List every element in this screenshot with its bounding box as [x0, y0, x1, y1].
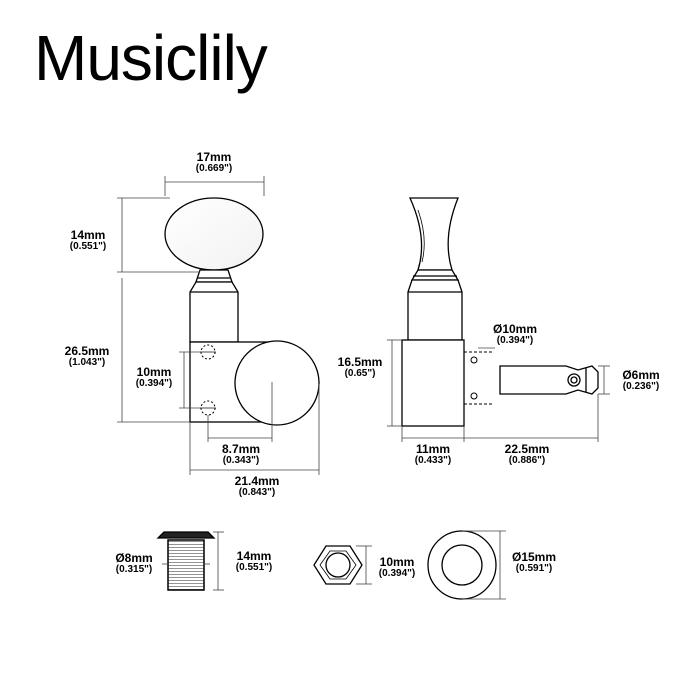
dim-inch: (0.315") [115, 563, 153, 575]
dim-hole-spacing: 10mm (0.394") [122, 366, 186, 389]
dim-post-diameter: Ø6mm (0.236") [610, 369, 672, 392]
dim-button-height: 14mm (0.551") [56, 229, 120, 252]
dim-inch: (0.236") [622, 380, 660, 392]
string-hole [567, 373, 581, 387]
dim-inch: (0.343") [222, 454, 260, 466]
dim-value: 17mm [196, 150, 232, 164]
dim-value: Ø8mm [115, 551, 153, 565]
dim-inch: (0.394") [496, 334, 534, 346]
tuner-stem [195, 269, 233, 283]
bushing-part [156, 531, 216, 591]
dim-side-housing-height: 16.5mm (0.65") [328, 356, 392, 379]
dim-value: 11mm [415, 442, 451, 456]
dim-post-length: 22.5mm (0.886") [492, 443, 562, 466]
dim-inch: (0.394") [378, 567, 416, 579]
tuner-button [164, 197, 264, 271]
dim-inch: (1.043") [68, 356, 106, 368]
dim-bushing-seat: Ø10mm (0.394") [480, 323, 550, 346]
tuner-post-circle [234, 340, 320, 426]
dim-value: Ø10mm [492, 322, 538, 336]
dim-housing-height: 26.5mm (1.043") [52, 345, 122, 368]
dimension-lines [117, 176, 610, 600]
dim-value: 14mm [236, 549, 272, 563]
dim-inch: (0.886") [508, 454, 546, 466]
dim-total-width: 21.4mm (0.843") [222, 475, 292, 498]
washer-part [427, 530, 497, 600]
dim-value: 22.5mm [504, 442, 550, 456]
dim-button-width: 17mm (0.669") [182, 151, 246, 174]
brand-logo: Musiclily [34, 22, 268, 94]
dim-bushing-height: 14mm (0.551") [224, 550, 284, 573]
dim-value: Ø15mm [511, 550, 557, 564]
hex-nut-part [313, 545, 363, 585]
side-housing [401, 339, 465, 427]
dim-side-depth: 11mm (0.433") [402, 443, 464, 466]
dim-value: 21.4mm [234, 474, 280, 488]
dim-inch: (0.551") [69, 240, 107, 252]
front-view-tuner [164, 197, 320, 426]
dim-inch: (0.394") [135, 377, 173, 389]
dim-bushing-diameter: Ø8mm (0.315") [104, 552, 164, 575]
side-view-tuner [401, 197, 599, 427]
dim-value: 10mm [379, 555, 415, 569]
side-post [499, 365, 599, 395]
dim-value: 8.7mm [221, 442, 261, 456]
dim-washer-diameter: Ø15mm (0.591") [502, 551, 566, 574]
dim-inch: (0.843") [238, 486, 276, 498]
side-button [408, 197, 459, 271]
dim-inch: (0.551") [235, 561, 273, 573]
dim-inch: (0.669") [195, 162, 233, 174]
dim-post-offset: 8.7mm (0.343") [209, 443, 273, 466]
dim-inch: (0.433") [414, 454, 452, 466]
dim-value: 16.5mm [337, 355, 383, 369]
dim-value: Ø6mm [622, 368, 660, 382]
dim-value: 10mm [136, 365, 172, 379]
dim-inch: (0.65") [344, 367, 376, 379]
dim-nut-size: 10mm (0.394") [366, 556, 428, 579]
dim-value: 26.5mm [64, 344, 110, 358]
dim-value: 14mm [70, 228, 106, 242]
dim-inch: (0.591") [515, 562, 553, 574]
